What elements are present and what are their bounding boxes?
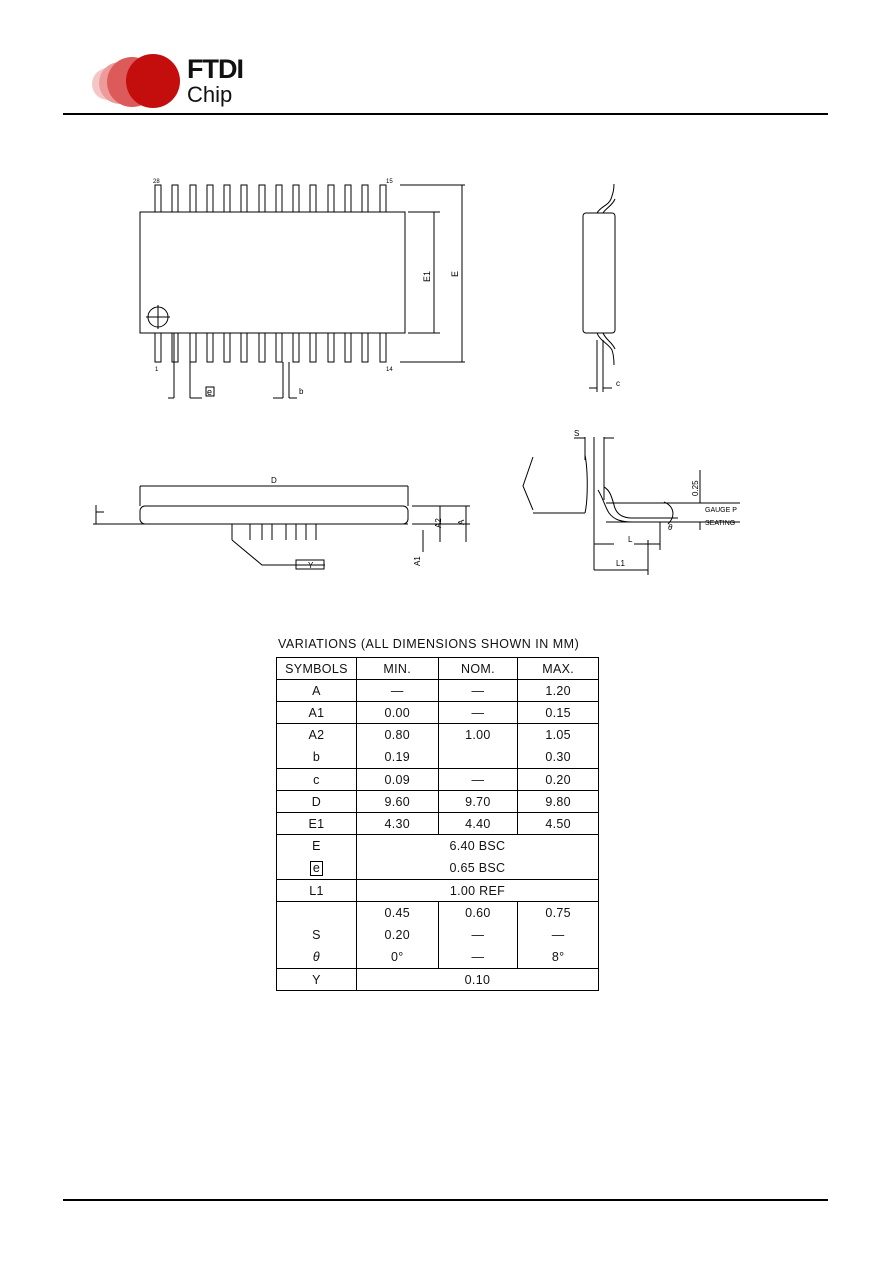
label-e-pitch: e bbox=[207, 387, 212, 397]
table-row: L1 1.00 REF bbox=[276, 879, 600, 902]
label-Y: Y bbox=[308, 561, 314, 570]
cell: 1.00 bbox=[437, 723, 519, 769]
label-pin-28: 28 bbox=[153, 179, 160, 185]
cell: 0.00 bbox=[355, 701, 439, 724]
cell: c bbox=[276, 768, 357, 791]
table-row: Y 0.10 bbox=[276, 968, 600, 991]
cell: 0.75—8° bbox=[517, 901, 599, 969]
logo-sub: Chip bbox=[187, 82, 233, 107]
cell: 4.40 bbox=[437, 812, 519, 835]
label-E1: E1 bbox=[422, 271, 432, 282]
cell: L1 bbox=[276, 879, 357, 902]
table-row: D 9.60 9.70 9.80 bbox=[276, 790, 599, 813]
header-min: MIN. bbox=[355, 657, 439, 680]
cell: — bbox=[437, 679, 519, 702]
label-A2: A2 bbox=[434, 518, 443, 528]
cell: 4.50 bbox=[517, 812, 599, 835]
table-header-row: SYMBOLS MIN. NOM. MAX. bbox=[276, 657, 599, 680]
cell: 1.20 bbox=[517, 679, 599, 702]
cell: — bbox=[355, 679, 439, 702]
label-0-25: 0.25 bbox=[691, 480, 700, 496]
label-pin-14: 14 bbox=[386, 367, 393, 373]
cell: A bbox=[276, 679, 357, 702]
header-symbols: SYMBOLS bbox=[276, 657, 357, 680]
label-A1: A1 bbox=[413, 556, 422, 566]
cell: 0.20 bbox=[517, 768, 599, 791]
table-row: c 0.09 — 0.20 bbox=[276, 768, 599, 791]
label-pin-15: 15 bbox=[386, 179, 393, 185]
cell: 0.60—— bbox=[437, 901, 519, 969]
label-S: S bbox=[574, 429, 579, 438]
table-row: A — — 1.20 bbox=[276, 679, 599, 702]
package-outline-drawing: 28 15 1 14 e b E1 E c D A2 A A1 Y S 0.25… bbox=[93, 179, 740, 575]
label-pin-1: 1 bbox=[155, 367, 159, 373]
dimensions-table: SYMBOLS MIN. NOM. MAX. A — — 1.20 A1 0.0… bbox=[276, 657, 600, 991]
label-c: c bbox=[616, 379, 620, 388]
table-caption: VARIATIONS (ALL DIMENSIONS SHOWN IN MM) bbox=[278, 637, 580, 651]
label-seating-plane: SEATING bbox=[705, 520, 735, 527]
cell: 1.00 REF bbox=[355, 879, 600, 902]
cell: 0.09 bbox=[355, 768, 439, 791]
cell: 9.80 bbox=[517, 790, 599, 813]
cell: E1 bbox=[276, 812, 357, 835]
label-A: A bbox=[457, 519, 466, 525]
cell: A1 bbox=[276, 701, 357, 724]
cell: Y bbox=[276, 968, 357, 991]
label-b: b bbox=[299, 387, 304, 396]
footer-rule bbox=[63, 1199, 828, 1201]
table-row: A1 0.00 — 0.15 bbox=[276, 701, 599, 724]
label-D: D bbox=[271, 476, 277, 485]
header-max: MAX. bbox=[517, 657, 599, 680]
label-gauge-plane: GAUGE P bbox=[705, 507, 737, 514]
cell: 9.70 bbox=[437, 790, 519, 813]
label-theta: θ bbox=[668, 523, 673, 532]
cell: 0.10 bbox=[355, 968, 600, 991]
table-row: E1 4.30 4.40 4.50 bbox=[276, 812, 599, 835]
cell: 4.30 bbox=[355, 812, 439, 835]
cell: 9.60 bbox=[355, 790, 439, 813]
ftdi-logo-icon bbox=[92, 54, 180, 108]
cell: — bbox=[437, 768, 519, 791]
label-L: L bbox=[628, 535, 633, 544]
logo-brand: FTDI bbox=[187, 54, 244, 84]
label-L1: L1 bbox=[616, 559, 625, 568]
boxed-symbol-e: e bbox=[309, 861, 324, 876]
label-E: E bbox=[450, 271, 460, 277]
logo-wordmark: FTDI Chip bbox=[187, 54, 244, 107]
header-rule bbox=[63, 113, 828, 115]
cell: D bbox=[276, 790, 357, 813]
cell: 0.15 bbox=[517, 701, 599, 724]
header-nom: NOM. bbox=[437, 657, 519, 680]
cell: — bbox=[437, 701, 519, 724]
